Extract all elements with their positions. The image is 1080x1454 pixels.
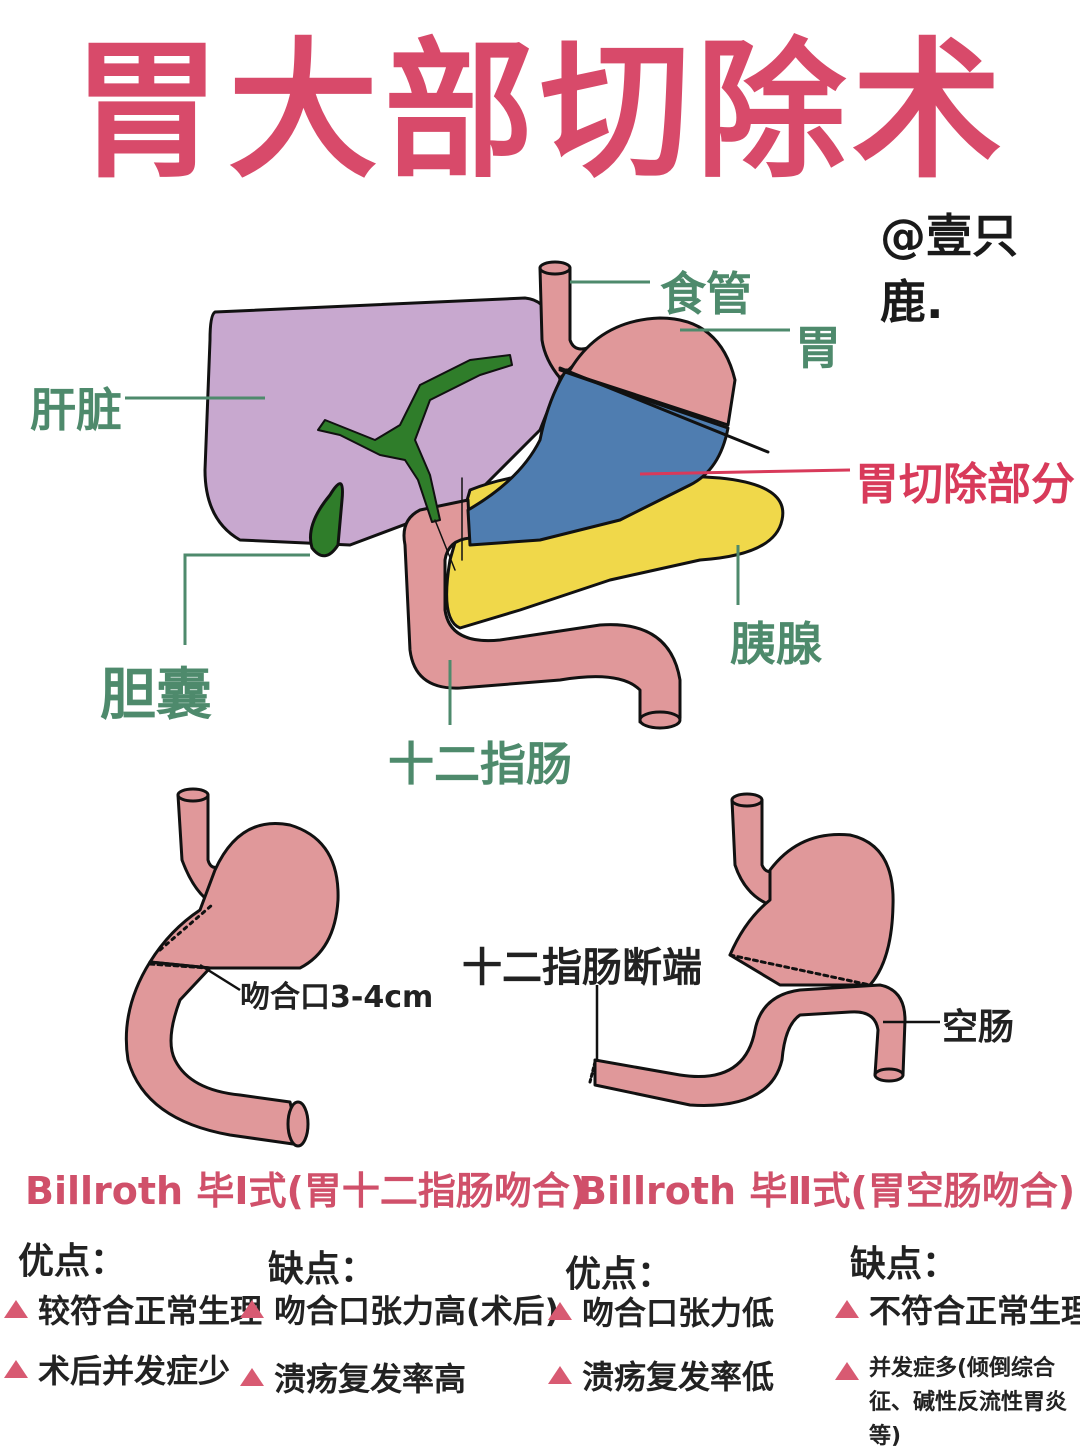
bile-duct-shape	[317, 354, 513, 523]
b1-duodenum-shape	[124, 960, 302, 1147]
billroth1-title: Billroth 毕Ⅰ式(胃十二指肠吻合)	[25, 1169, 588, 1213]
label-pancreas: 胰腺	[730, 617, 822, 671]
bullet-icon	[4, 1300, 28, 1318]
label-resection: 胃切除部分	[855, 459, 1075, 510]
b1-con-item: 吻合口张力高(术后)	[240, 1290, 559, 1332]
b2-jejunum-shape	[593, 983, 907, 1107]
b1-pro-item: 术后并发症少	[4, 1350, 230, 1392]
b2-cons-head: 缺点：	[850, 1244, 959, 1285]
bullet-icon	[835, 1362, 859, 1380]
b2-pro-item: 吻合口张力低	[548, 1292, 774, 1334]
label-duodenum: 十二指肠	[388, 737, 572, 791]
bullet-icon	[835, 1300, 859, 1318]
stomach-upper-shape	[558, 316, 737, 427]
b1-pros-head: 优点：	[18, 1241, 127, 1282]
label-anastomosis: 吻合口3-4cm	[240, 980, 434, 1015]
b1-pro-item: 较符合正常生理	[4, 1290, 262, 1332]
bullet-icon	[240, 1300, 264, 1318]
label-duodenal-stump: 十二指肠断端	[462, 945, 702, 991]
author-signature: @壹只鹿.	[880, 209, 1018, 329]
b1-stomach-shape	[148, 822, 340, 970]
b2-pros-head: 优点：	[565, 1254, 674, 1295]
label-stomach: 胃	[795, 321, 841, 375]
b1-cons-head: 缺点：	[268, 1249, 377, 1290]
bullet-icon	[548, 1366, 572, 1384]
billroth2-title: Billroth 毕Ⅱ式(胃空肠吻合)	[578, 1169, 1076, 1213]
b2-stomach-shape	[728, 832, 895, 987]
bullet-icon	[240, 1368, 264, 1386]
b1-con-item: 溃疡复发率高	[240, 1358, 466, 1400]
label-esophagus: 食管	[660, 267, 752, 321]
resection-shape	[466, 370, 730, 547]
label-gallbladder: 胆囊	[100, 663, 212, 728]
page-title: 胃大部切除术	[71, 25, 1008, 199]
b2-pro-item: 溃疡复发率低	[548, 1356, 774, 1398]
label-liver: 肝脏	[30, 383, 122, 437]
bullet-icon	[4, 1360, 28, 1378]
bullet-icon	[548, 1302, 572, 1320]
b2-con-item: 不符合正常生理	[835, 1290, 1080, 1332]
b2-con-item: 并发症多(倾倒综合征、碱性反流性胃炎等)	[835, 1352, 1070, 1454]
gallbladder-shape	[309, 482, 344, 558]
label-jejunum: 空肠	[942, 1007, 1015, 1048]
